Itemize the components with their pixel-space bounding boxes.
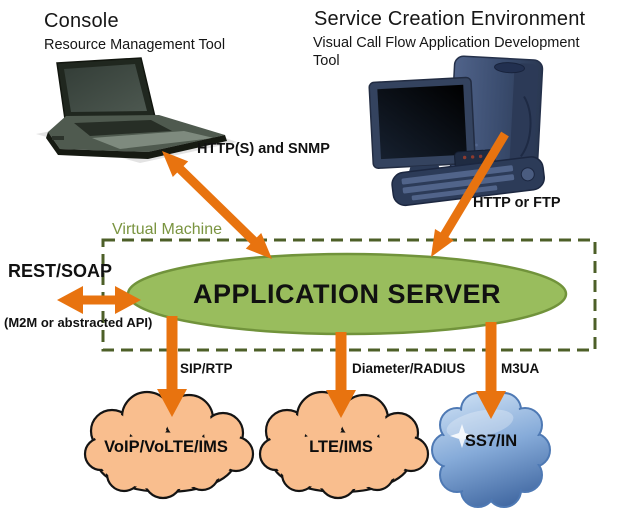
arrows: [57, 131, 509, 419]
cloud-voip-label: VoIP/VoLTE/IMS: [104, 438, 228, 456]
console-subtitle: Resource Management Tool: [44, 37, 226, 53]
arrow-sce-server: [431, 131, 509, 257]
diameter-radius-label: Diameter/RADIUS: [352, 361, 466, 376]
sparkle-icon: [450, 424, 474, 448]
desktop-keyboard: [391, 156, 545, 207]
arrow-rest-soap: [57, 286, 141, 314]
arrow-m3ua: [476, 322, 506, 419]
rest-soap-label: REST/SOAP: [8, 261, 113, 281]
sip-rtp-label: SIP/RTP: [180, 361, 233, 376]
laptop-screen: [64, 64, 147, 112]
arrow-console-server: [162, 151, 272, 259]
link-label-http-ftp: HTTP or FTP: [473, 195, 561, 211]
laptop-keyboard: [74, 120, 172, 136]
console-title: Console: [44, 10, 119, 32]
desktop-computer-image: [368, 55, 545, 207]
arrow-sip-rtp: [157, 316, 187, 417]
rest-soap-note: (M2M or abstracted API): [4, 315, 153, 330]
sce-title: Service Creation Environment: [314, 8, 586, 30]
sce-subtitle: Visual Call Flow Application Development…: [313, 35, 580, 70]
cloud-ss7-label: SS7/IN: [464, 432, 518, 450]
virtual-machine-label: Virtual Machine: [112, 221, 222, 238]
cloud-ss7-in: [431, 392, 551, 508]
link-label-https-snmp: HTTP(S) and SNMP: [197, 141, 330, 157]
m3ua-label: M3UA: [501, 361, 540, 376]
application-server-label: APPLICATION SERVER: [192, 279, 502, 309]
laptop-image: [36, 57, 237, 163]
cloud-lte-label: LTE/IMS: [309, 438, 373, 456]
virtual-machine-boundary: [101, 238, 597, 352]
arrow-diameter-radius: [326, 332, 356, 418]
